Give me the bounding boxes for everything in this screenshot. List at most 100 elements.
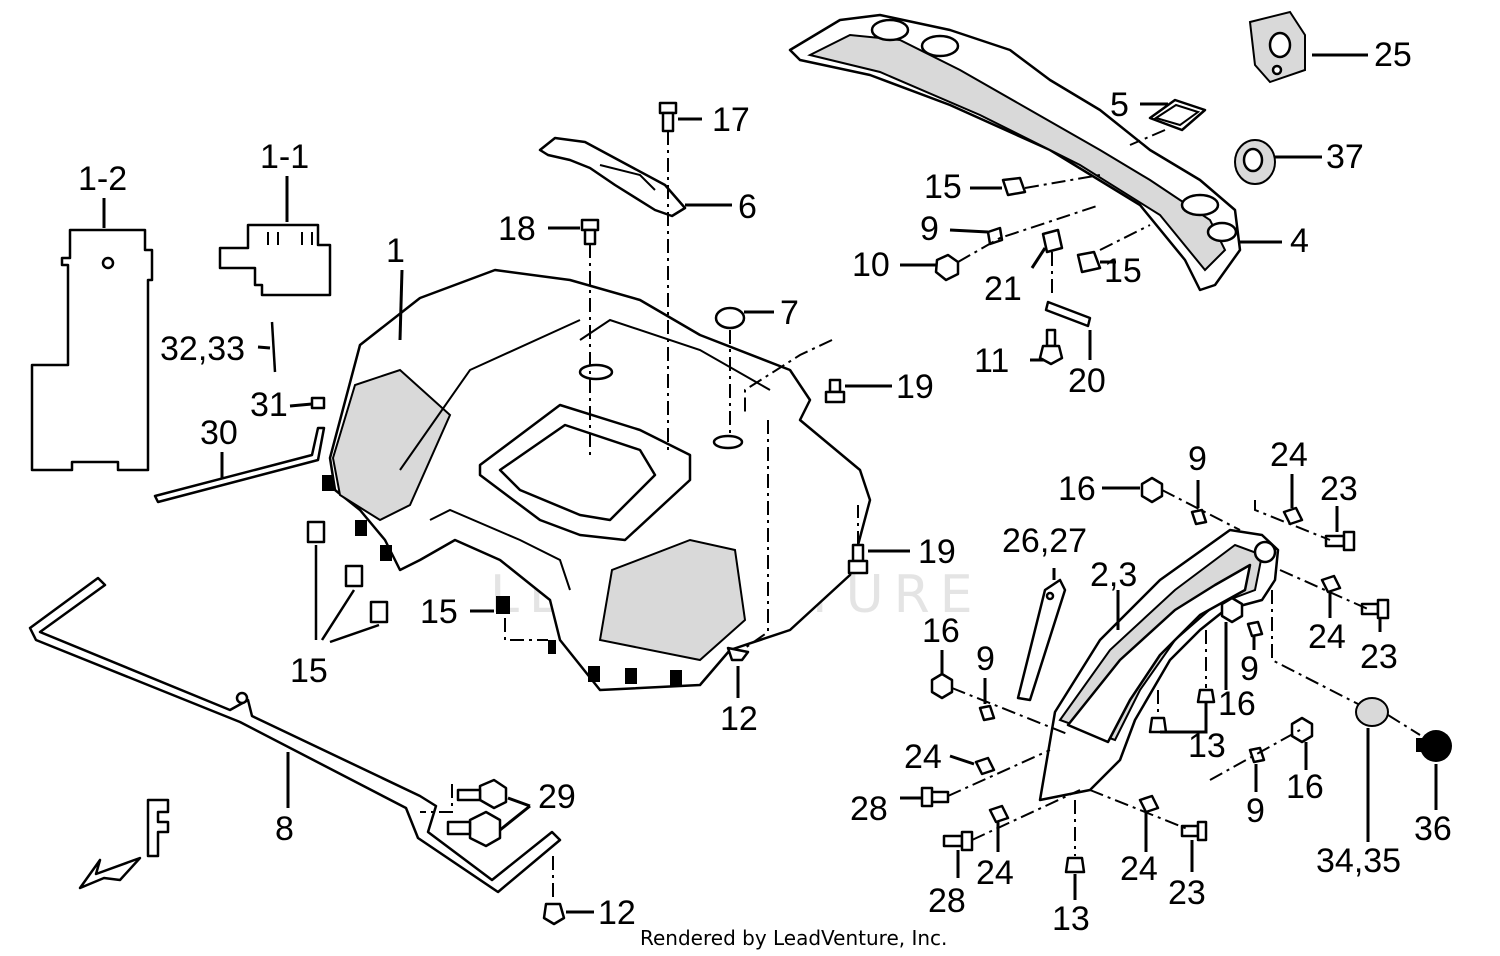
guide-34-35	[1271, 590, 1361, 706]
part-28-bolt-left-a	[920, 786, 950, 808]
leader-lines	[102, 53, 1438, 914]
part-1-1-slots	[267, 232, 313, 245]
label-23-upper: 23	[1320, 470, 1358, 508]
label-11: 11	[974, 342, 1009, 380]
part-23-bolt-upper	[1324, 530, 1356, 552]
part-19-bolt-lower	[847, 543, 869, 575]
part-1-2-hole	[101, 256, 115, 270]
label-24-upper: 24	[1270, 436, 1308, 474]
part-24-washer-right-b	[1138, 794, 1160, 814]
label-28-left-a: 28	[850, 790, 888, 828]
part-7-cap	[714, 306, 746, 330]
part-9-washer-carrier	[986, 226, 1004, 246]
part-28-bolt-left-b	[942, 830, 974, 852]
label-31: 31	[250, 386, 288, 424]
label-19-lower: 19	[918, 533, 956, 571]
label-10: 10	[852, 246, 890, 284]
label-32-33: 32,33	[160, 330, 245, 368]
part-21-clip	[1041, 228, 1064, 254]
callout-labels: 1-2 1-1 1 32,33 31 30 17 18 6 7 19 19 15…	[78, 36, 1452, 938]
part-11-bolt	[1038, 328, 1064, 366]
part-24-washer-upper	[1282, 506, 1304, 526]
label-1-2: 1-2	[78, 160, 127, 198]
part-36-cap	[1416, 730, 1452, 762]
part-31-clip	[310, 396, 326, 410]
label-9-left: 9	[976, 640, 995, 678]
guide-24-28-left-b	[971, 789, 1081, 841]
label-20: 20	[1068, 362, 1106, 400]
label-9-right: 9	[1246, 792, 1265, 830]
part-1-1-panel	[218, 223, 332, 297]
guide-24-23-upper	[1254, 500, 1331, 541]
label-36: 36	[1414, 810, 1452, 848]
label-5: 5	[1110, 86, 1129, 124]
label-9-upper: 9	[1188, 440, 1207, 478]
part-10-nut	[934, 253, 960, 282]
part-18-bolt	[580, 218, 600, 246]
part-9-washer-left	[978, 704, 996, 722]
part-24-washer-left-b	[988, 804, 1010, 824]
part-23-bolt-mid	[1360, 598, 1390, 620]
part-37-grommet	[1234, 139, 1276, 185]
label-15-left: 15	[290, 652, 328, 690]
label-26-27: 26,27	[1002, 522, 1087, 560]
part-24-washer-left-a	[974, 756, 996, 776]
part-26-27-strip	[1016, 578, 1067, 702]
footer-credit: Rendered by LeadVenture, Inc.	[640, 926, 947, 950]
part-13-rivet-lower	[1064, 856, 1086, 874]
guide-24-28-left-a	[947, 749, 1051, 797]
label-19-upper: 19	[896, 368, 934, 406]
label-15-carrier-a: 15	[924, 168, 962, 206]
part-26-27-hole	[1045, 591, 1055, 601]
part-30-rod	[153, 426, 326, 504]
part-5-reflector-inner	[1153, 103, 1201, 127]
part-9-washer-upper	[1190, 508, 1208, 526]
guide-36	[1387, 714, 1421, 736]
part-15-clip-center	[496, 596, 510, 614]
label-12-lower: 12	[598, 894, 636, 932]
label-9-carrier: 9	[920, 210, 939, 248]
part-15-clip-center-guide	[504, 618, 548, 641]
part-17-bolt	[658, 101, 678, 133]
part-16-nut-mid	[1220, 596, 1244, 624]
part-29-bolts	[420, 778, 508, 848]
label-23-lower: 23	[1168, 874, 1206, 912]
part-20-plate	[1044, 300, 1092, 328]
label-16-left: 16	[922, 612, 960, 650]
part-25-plate	[1248, 10, 1306, 84]
part-16-nut-upper	[1140, 476, 1164, 504]
guide-9-16-right	[1209, 729, 1301, 781]
label-24-left-a: 24	[904, 738, 942, 776]
label-23-mid: 23	[1360, 638, 1398, 676]
part-12-rivet-lower	[542, 902, 566, 926]
part-6-bracket-detail	[599, 164, 656, 191]
guide-16-9-upper	[1161, 489, 1241, 531]
label-28-left-b: 28	[928, 882, 966, 920]
label-18: 18	[498, 210, 536, 248]
guide-24-23-lower	[1089, 789, 1191, 831]
label-25: 25	[1374, 36, 1412, 74]
label-15-center: 15	[420, 593, 458, 631]
part-23-bolt-right-b	[1180, 820, 1208, 842]
part-32-33-tie	[270, 321, 277, 373]
label-4: 4	[1290, 222, 1309, 260]
part-8-hole	[235, 691, 249, 705]
label-21: 21	[984, 270, 1022, 308]
part-1-2-panel	[30, 228, 154, 472]
part-13-rivet-upper	[1148, 716, 1168, 734]
guide-9-10	[957, 204, 1101, 263]
part-16-rivet-mid	[1196, 688, 1216, 704]
guide-5	[1129, 129, 1166, 146]
label-16-mid: 16	[1218, 685, 1256, 723]
front-arrow-icon	[78, 798, 170, 890]
part-19-bolt-upper	[824, 378, 846, 404]
part-16-nut-right	[1290, 716, 1314, 744]
guide-16-9-left	[951, 687, 1071, 736]
part-15-clips-left	[306, 520, 389, 644]
label-37: 37	[1326, 138, 1364, 176]
label-12-upper: 12	[720, 700, 758, 738]
label-24-left-b: 24	[976, 854, 1014, 892]
label-1: 1	[386, 232, 405, 270]
label-30: 30	[200, 414, 238, 452]
